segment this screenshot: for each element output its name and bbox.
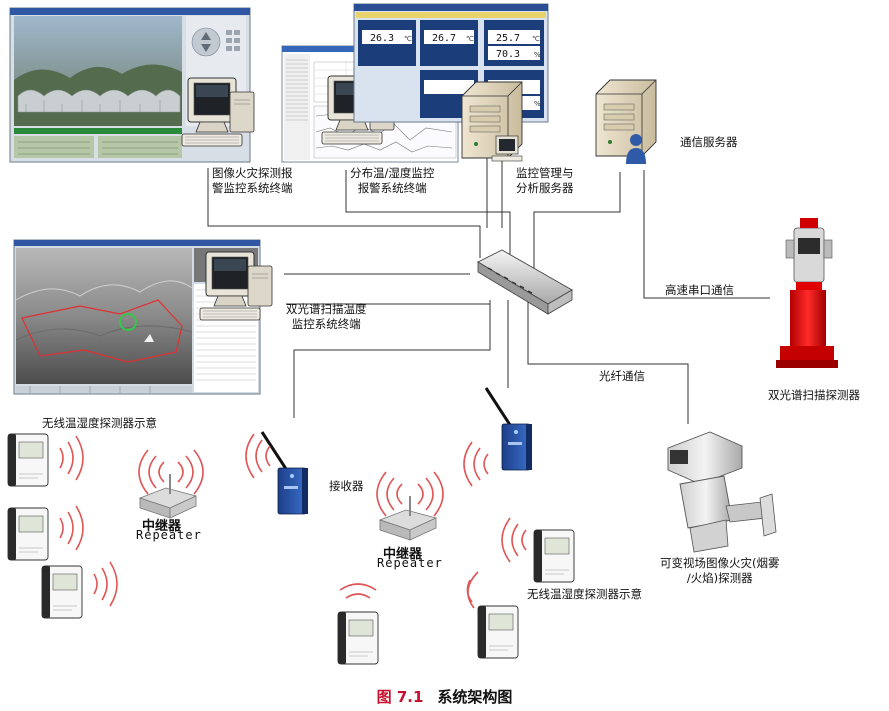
fiber-comm-label: 光纤通信 xyxy=(599,369,645,383)
middle-repeater-group xyxy=(376,471,444,541)
network-wires xyxy=(207,158,770,424)
right-receiver-group xyxy=(463,386,534,487)
left-repeater-group xyxy=(138,449,204,519)
dual-terminal-label: 双光谱扫描温度监控系统终端 xyxy=(286,302,367,331)
logger-icon xyxy=(533,529,575,583)
logger-icon xyxy=(41,565,83,619)
wireless-right-label: 无线温湿度探测器示意 xyxy=(527,587,642,601)
wireless-left-label: 无线温湿度探测器示意 xyxy=(42,416,157,430)
dual-detector-label: 双光谱扫描探测器 xyxy=(768,388,860,402)
ptz-camera-label: 可变视场图像火灾(烟雾/火焰)探测器 xyxy=(660,556,780,585)
receiver-icon xyxy=(484,386,534,472)
logger-icon xyxy=(477,605,519,659)
sensor-pct-2: % xyxy=(534,100,541,108)
comm-server-label: 通信服务器 xyxy=(680,135,738,149)
dual-spectrum-detector-icon xyxy=(776,218,838,368)
sensor-value-4: 70.3 xyxy=(496,49,520,60)
serial-comm-label: 高速串口通信 xyxy=(665,283,734,297)
ptz-camera-icon xyxy=(667,431,777,553)
humidity-terminal-label: 分布温/湿度监控报警系统终端 xyxy=(350,166,435,195)
logger-icon xyxy=(337,611,379,665)
logger-icon xyxy=(7,507,49,561)
figure-title: 系统架构图 xyxy=(437,688,513,706)
left-repeater-label-en: Repeater xyxy=(136,528,202,542)
sensor-pct-1: % xyxy=(534,51,541,59)
receiver-label: 接收器 xyxy=(329,479,364,493)
dual-terminal-pc-icon xyxy=(199,251,273,321)
monitor-server-label: 监控管理与分析服务器 xyxy=(516,166,574,195)
fire-terminal-label: 图像火灾探测报警监控系统终端 xyxy=(212,166,293,195)
logger-icon xyxy=(7,433,49,487)
sensor-unit-1: ℃ xyxy=(404,35,412,43)
bottom-logger-group xyxy=(337,517,575,665)
figure-caption: 图 7.1 系统架构图 xyxy=(0,686,889,707)
network-switch-icon xyxy=(477,249,573,315)
repeater-icon xyxy=(139,473,197,519)
sensor-value-3: 25.7 xyxy=(496,33,520,44)
sensor-value-1: 26.3 xyxy=(370,33,394,44)
left-repeater-label-zh: 中继器 xyxy=(142,519,182,534)
user-icon xyxy=(626,134,646,164)
figure-number: 图 7.1 xyxy=(376,688,424,706)
sensor-unit-2: ℃ xyxy=(466,35,474,43)
comm-server-icon xyxy=(595,79,657,157)
left-receiver-group xyxy=(245,430,310,516)
sensor-unit-3: ℃ xyxy=(532,35,540,43)
middle-repeater-label-en: Repeater xyxy=(377,556,443,570)
left-logger-group xyxy=(7,433,118,619)
receiver-icon xyxy=(260,430,310,516)
middle-repeater-label-zh: 中继器 xyxy=(383,547,423,562)
monitor-server-small-pc-icon xyxy=(491,135,523,162)
sensor-value-2: 26.7 xyxy=(432,33,456,44)
